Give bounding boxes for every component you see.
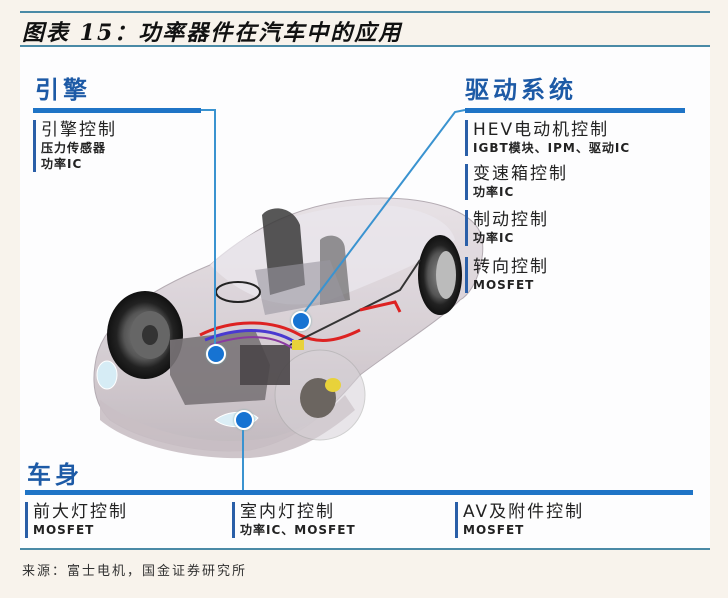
drive-section-heading: 驱动系统 [465,76,577,104]
title-top-rule [20,11,710,13]
item-title: 转向控制 [473,257,549,277]
item-title: 变速箱控制 [473,164,568,184]
engine-callout-dot [206,344,226,364]
item-title: 引擎控制 [41,120,117,140]
engine-section-bar [33,108,201,113]
figure-title: 图表 15：功率器件在汽车中的应用 [22,20,403,46]
engine-section-heading: 引擎 [35,76,91,104]
item-title: 前大灯控制 [33,502,128,522]
item-title: 室内灯控制 [240,502,335,522]
item-sub: 压力传感器 [41,141,107,155]
title-bottom-rule [20,45,710,47]
item-sub: IGBT模块、IPM、驱动IC [473,141,631,155]
body-callout-dot [234,410,254,430]
item-sub: 功率IC [41,157,83,171]
footer-rule [20,548,710,550]
body-item-av-accessory: AV及附件控制 MOSFET [455,502,584,538]
body-item-headlight: 前大灯控制 MOSFET [25,502,128,538]
item-title: 制动控制 [473,210,549,230]
body-item-interior-light: 室内灯控制 功率IC、MOSFET [232,502,356,538]
source-note: 来源：富士电机，国金证券研究所 [22,564,248,579]
item-sub: MOSFET [33,523,95,537]
drive-item-hev-motor: HEV电动机控制 IGBT模块、IPM、驱动IC [465,120,630,156]
item-sub: 功率IC [473,185,515,199]
item-sub: 功率IC [473,231,515,245]
drive-callout-dot [291,311,311,331]
drive-item-brake: 制动控制 功率IC [465,210,549,246]
item-sub: 功率IC、MOSFET [240,523,356,537]
body-section-heading: 车身 [27,461,83,489]
drive-item-transmission: 变速箱控制 功率IC [465,164,568,200]
item-title: AV及附件控制 [463,502,585,522]
item-title: HEV电动机控制 [473,120,610,140]
drive-item-steering: 转向控制 MOSFET [465,257,549,293]
item-sub: MOSFET [473,278,535,292]
drive-section-bar [465,108,685,113]
body-section-bar [25,490,693,495]
engine-item-engine-control: 引擎控制 压力传感器 功率IC [33,120,117,172]
item-sub: MOSFET [463,523,525,537]
